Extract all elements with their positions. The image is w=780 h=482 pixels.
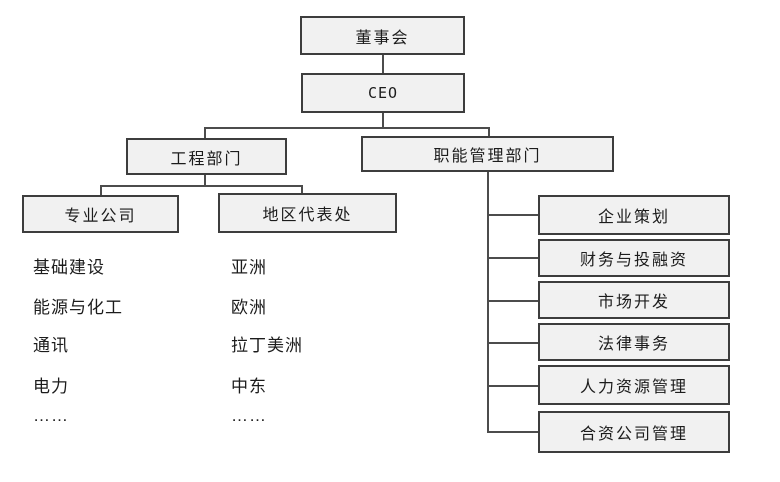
node-market-development: 市场开发 <box>538 281 730 319</box>
node-legal-affairs: 法律事务 <box>538 323 730 361</box>
connector-to-functional <box>488 129 490 136</box>
node-joint-venture-mgmt: 合资公司管理 <box>538 411 730 453</box>
connector-stub-hr <box>489 385 538 387</box>
node-finance-investment: 财务与投融资 <box>538 239 730 277</box>
connector-to-engineering <box>204 129 206 138</box>
list-item-infrastructure: 基础建设 <box>33 258 105 277</box>
connector-stub-jv <box>489 431 538 433</box>
connector-stub-planning <box>489 214 538 216</box>
connector-functional-trunk <box>487 172 489 433</box>
list-item-energy-chemical: 能源与化工 <box>33 298 123 317</box>
connector-engineering-down <box>204 175 206 186</box>
connector-ceo-branch <box>382 113 384 128</box>
list-item-middle-east: 中东 <box>231 377 267 396</box>
list-item-electric-power: 电力 <box>33 377 69 396</box>
connector-branch-horizontal <box>204 127 490 129</box>
list-item-specialized-ellipsis: …… <box>33 406 69 425</box>
connector-board-ceo <box>382 55 384 73</box>
node-human-resources: 人力资源管理 <box>538 365 730 405</box>
list-item-asia: 亚洲 <box>231 258 267 277</box>
connector-to-regional <box>301 187 303 193</box>
node-board-of-directors: 董事会 <box>300 16 465 55</box>
node-specialized-companies: 专业公司 <box>22 195 179 233</box>
connector-sub-horizontal <box>100 185 303 187</box>
node-engineering-dept: 工程部门 <box>126 138 287 175</box>
connector-stub-finance <box>489 257 538 259</box>
connector-to-specialized <box>100 187 102 195</box>
node-corporate-planning: 企业策划 <box>538 195 730 235</box>
node-functional-mgmt-dept: 职能管理部门 <box>361 136 614 172</box>
list-item-latin-america: 拉丁美洲 <box>231 336 303 355</box>
connector-stub-legal <box>489 342 538 344</box>
list-item-europe: 欧洲 <box>231 298 267 317</box>
list-item-communications: 通讯 <box>33 336 69 355</box>
connector-stub-market <box>489 300 538 302</box>
node-ceo: CEO <box>301 73 465 113</box>
node-regional-offices: 地区代表处 <box>218 193 397 233</box>
list-item-regional-ellipsis: …… <box>231 406 267 425</box>
